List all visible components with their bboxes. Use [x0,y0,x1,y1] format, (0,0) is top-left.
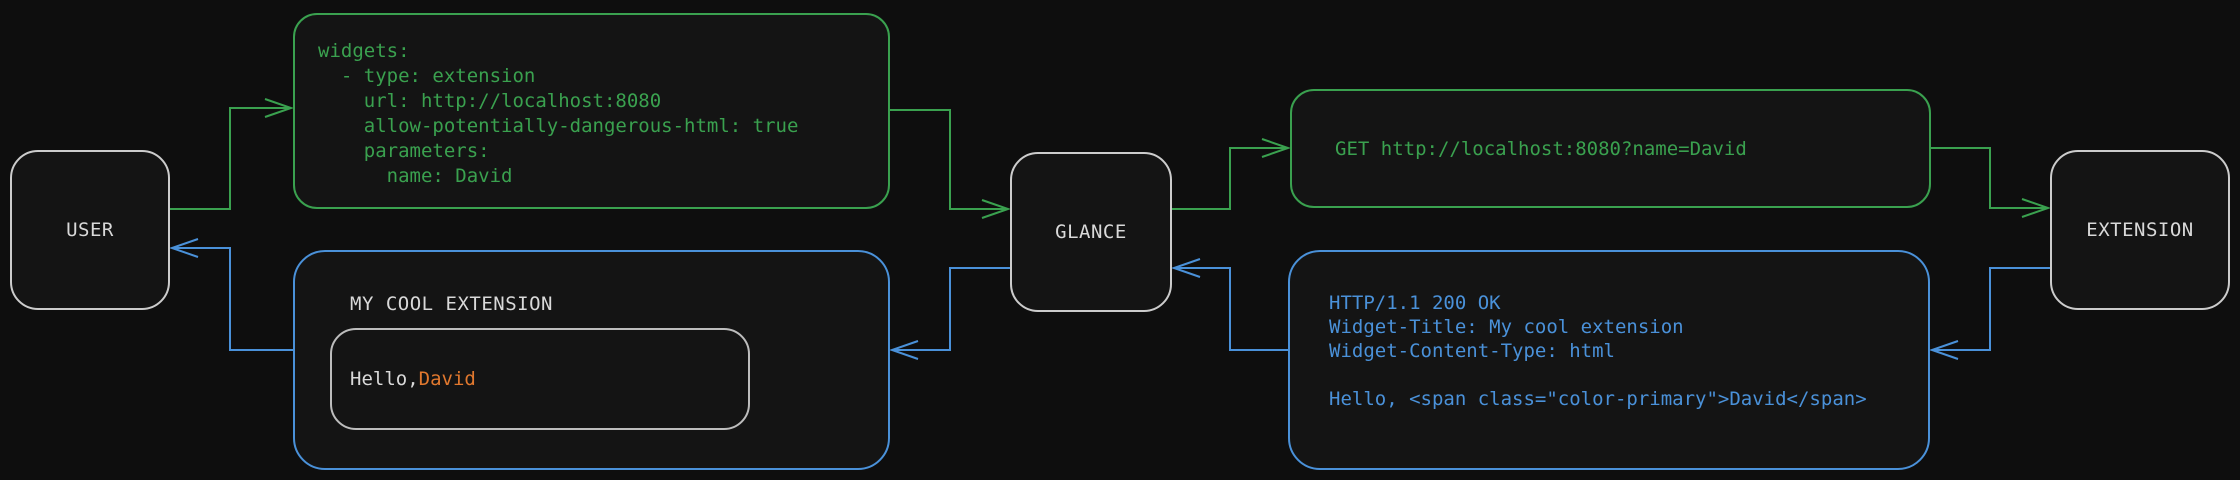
http-request-box: GET http://localhost:8080?name=David [1290,89,1931,208]
greeting-prefix: Hello, [350,368,419,390]
widget-preview-box: MY COOL EXTENSION Hello, David [293,250,890,470]
arrowhead-right-icon [264,98,295,118]
node-extension-label: EXTENSION [2086,219,2194,241]
edge-glance-to-widget [888,267,1010,360]
arrowhead-right-icon [1261,138,1292,158]
arrowhead-left-icon [1170,258,1201,278]
edge-extension-to-response [1928,267,2050,360]
http-response-box: HTTP/1.1 200 OK Widget-Title: My cool ex… [1288,250,1930,470]
node-extension: EXTENSION [2050,150,2230,310]
node-user-label: USER [66,219,114,241]
edge-user-to-config [170,98,295,210]
config-yaml-code: widgets: - type: extension url: http://l… [318,40,799,187]
http-response-code: HTTP/1.1 200 OK Widget-Title: My cool ex… [1329,292,1867,410]
edge-widget-to-user [168,238,293,351]
node-glance-label: GLANCE [1055,221,1127,243]
widget-title: MY COOL EXTENSION [350,293,553,315]
arrowhead-left-icon [168,238,199,258]
arrowhead-right-icon [981,199,1012,219]
http-request-text: GET http://localhost:8080?name=David [1335,137,1747,160]
node-glance: GLANCE [1010,152,1172,312]
edge-glance-to-request [1172,138,1292,210]
edge-config-to-glance [890,109,1012,219]
arrowhead-right-icon [2021,198,2052,218]
node-user: USER [10,150,170,310]
config-yaml-box: widgets: - type: extension url: http://l… [293,13,890,209]
widget-greeting-box: Hello, David [330,328,750,430]
arrowhead-left-icon [1928,340,1959,360]
arrowhead-left-icon [888,340,919,360]
greeting-name: David [418,368,476,390]
edge-request-to-extension [1931,147,2052,218]
edge-response-to-glance [1170,258,1288,351]
